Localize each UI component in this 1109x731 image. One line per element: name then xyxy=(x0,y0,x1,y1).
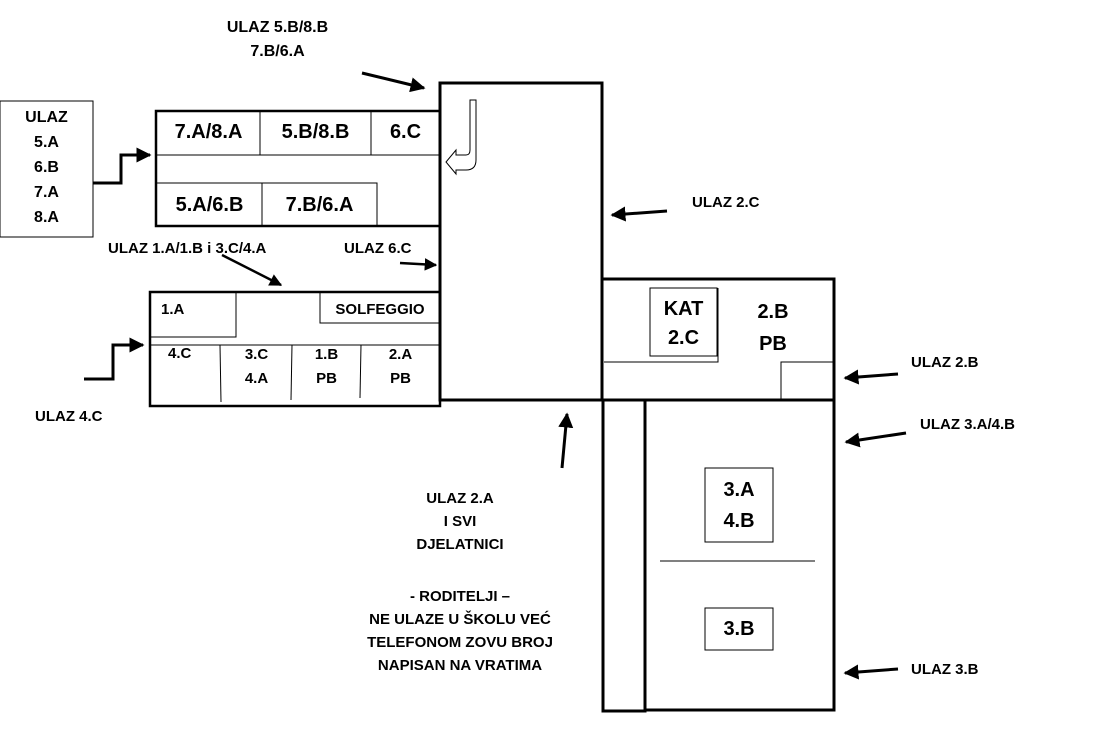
label-line: NE ULAZE U ŠKOLU VEĆ xyxy=(369,611,551,628)
left-entrance-box xyxy=(0,100,94,238)
arrow-ulaz-3a xyxy=(844,431,907,448)
label-line: 2.A xyxy=(388,346,413,363)
label-line: NAPISAN NA VRATIMA xyxy=(377,657,543,674)
arrow-ulaz-2a xyxy=(558,412,574,469)
label-line: 7.A xyxy=(34,184,59,201)
label-line: 7.B/6.A xyxy=(250,43,305,60)
label-ulaz-4c: ULAZ 4.C xyxy=(35,408,103,425)
arrow-ulaz-3b xyxy=(843,664,899,680)
upper-wing-row2-box xyxy=(155,182,378,227)
label-line: PB xyxy=(316,370,337,387)
room-4c: 4.C xyxy=(168,345,192,362)
room-3a-4b: 3.A 4.B xyxy=(705,480,773,531)
room-7a-8a: 7.A/8.A xyxy=(174,121,243,143)
room-kat-2c: KAT 2.C xyxy=(650,299,717,348)
label-line: ULAZ 5.B/8.B xyxy=(226,19,329,36)
label-line: 1.B xyxy=(314,346,339,363)
label-line: ULAZ 2.A xyxy=(426,490,494,507)
right-lower-corridor xyxy=(601,398,647,713)
room-7b-6a: 7.B/6.A xyxy=(285,194,354,216)
arrow-ulaz-5b xyxy=(361,71,426,93)
label-line: I SVI xyxy=(443,513,477,530)
label-line: 3.C xyxy=(244,346,269,363)
kat-2c-box xyxy=(649,287,718,357)
label-line: 5.A xyxy=(34,134,59,151)
note-staff-entrance: ULAZ 2.A I SVI DJELATNICI xyxy=(360,491,560,552)
solfeggio-box xyxy=(319,291,441,324)
label-line: 3.A xyxy=(723,479,755,501)
room-3c-4a: 3.C 4.A xyxy=(221,347,292,386)
label-ulaz-5b-8b: ULAZ 5.B/8.B 7.B/6.A xyxy=(220,20,335,60)
stair-arrow-ulaz-4c xyxy=(84,337,145,381)
label-ulaz-3a-4b: ULAZ 3.A/4.B xyxy=(920,416,1016,433)
label-line: 4.B xyxy=(723,510,755,532)
label-ulaz-left-box: ULAZ 5.A 6.B 7.A 8.A xyxy=(0,110,93,226)
label-ulaz-2c: ULAZ 2.C xyxy=(692,194,760,211)
label-line: 4.A xyxy=(244,370,269,387)
room-1a-box xyxy=(149,291,237,338)
room-1b-pb: 1.B PB xyxy=(292,347,361,386)
label-line: 8.A xyxy=(34,209,59,226)
room-solfeggio: SOLFEGGIO xyxy=(335,301,425,318)
label-ulaz-6c: ULAZ 6.C xyxy=(344,240,412,257)
room-5b-8b: 5.B/8.B xyxy=(281,121,350,143)
label-line: KAT xyxy=(663,298,704,320)
right-lower-block xyxy=(643,398,836,712)
room-5a-6b: 5.A/6.B xyxy=(175,194,244,216)
lower-wing-wall xyxy=(219,344,222,403)
label-line: PB xyxy=(390,370,411,387)
right-upper-inner-wall xyxy=(604,288,719,363)
label-line: - RODITELJI – xyxy=(409,588,510,605)
uturn-arrow-icon xyxy=(445,99,477,176)
label-line: 6.B xyxy=(34,159,59,176)
arrow-ulaz-1a xyxy=(221,253,283,287)
label-ulaz-1a-1b-3c-4a: ULAZ 1.A/1.B i 3.C/4.A xyxy=(108,240,267,257)
lower-wing-wall xyxy=(290,344,293,401)
lower-wing-wall xyxy=(359,344,362,399)
arrow-ulaz-2c xyxy=(610,206,668,222)
lower-wing-outline xyxy=(148,290,442,408)
label-line: 2.B xyxy=(757,301,789,323)
central-corridor xyxy=(438,81,604,402)
room-3b: 3.B xyxy=(723,618,755,640)
label-line: PB xyxy=(759,333,787,355)
label-ulaz-3b: ULAZ 3.B xyxy=(911,661,979,678)
arrow-ulaz-6c xyxy=(399,258,438,271)
room-2a-pb: 2.A PB xyxy=(361,347,440,386)
right-upper-corner-box xyxy=(780,361,835,401)
arrow-ulaz-2b xyxy=(843,369,899,385)
label-line: DJELATNICI xyxy=(416,536,504,553)
room-1a: 1.A xyxy=(161,301,185,318)
label-ulaz-2b: ULAZ 2.B xyxy=(911,354,979,371)
label-line: TELEFONOM ZOVU BROJ xyxy=(367,634,553,651)
note-parents: - RODITELJI – NE ULAZE U ŠKOLU VEĆ TELEF… xyxy=(340,589,580,673)
room-3b-box xyxy=(704,607,774,651)
room-3a-4b-box xyxy=(704,467,774,543)
label-line: ULAZ xyxy=(25,109,68,126)
label-line: 2.C xyxy=(667,327,700,349)
room-2b-pb: 2.B PB xyxy=(740,302,806,354)
room-6c: 6.C xyxy=(389,121,422,143)
stair-arrow-ulaz-5a xyxy=(93,147,152,185)
